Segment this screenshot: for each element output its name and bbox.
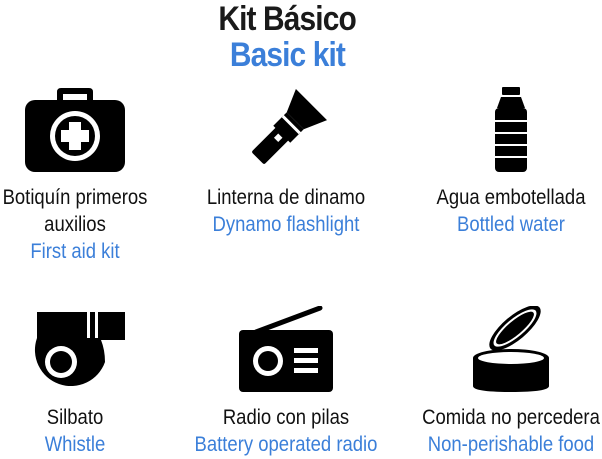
label-spanish: Linterna de dinamo [206,186,366,209]
title-english: Basic kit [229,36,345,74]
label-spanish: Botiquín primeros [2,186,148,209]
label-english: First aid kit [30,240,120,263]
title-spanish: Kit Básico [218,0,356,38]
label-english: Whistle [44,433,106,456]
label-english: Battery operated radio [194,433,378,456]
label-english: Dynamo flashlight [212,213,360,236]
label-english: Non-perishable food [427,433,595,456]
kit-item-food-label: Comida no percedera Non-perishable food [401,404,602,458]
kit-item-whistle-label: Silbato Whistle [0,404,185,458]
kit-item-water-label: Agua embotellada Bottled water [401,184,602,238]
flashlight-icon [186,86,386,174]
canned-food-icon [411,306,602,394]
radio-icon [186,306,386,394]
title-block: Kit Básico Basic kit [0,2,574,72]
label-spanish: Silbato [46,406,104,429]
label-spanish: Comida no percedera [422,406,600,429]
kit-item-flashlight-label: Linterna de dinamo Dynamo flashlight [176,184,396,238]
first-aid-kit-icon [0,86,175,174]
water-bottle-icon [411,86,602,174]
label-spanish: Radio con pilas [222,406,350,429]
label-spanish: Agua embotellada [436,186,586,209]
label-spanish-line2: auxilios [44,213,106,236]
whistle-icon [0,306,175,394]
label-english: Bottled water [457,213,565,236]
kit-item-radio-label: Radio con pilas Battery operated radio [176,404,396,458]
kit-item-first-aid-label: Botiquín primeros auxilios First aid kit [0,184,185,265]
